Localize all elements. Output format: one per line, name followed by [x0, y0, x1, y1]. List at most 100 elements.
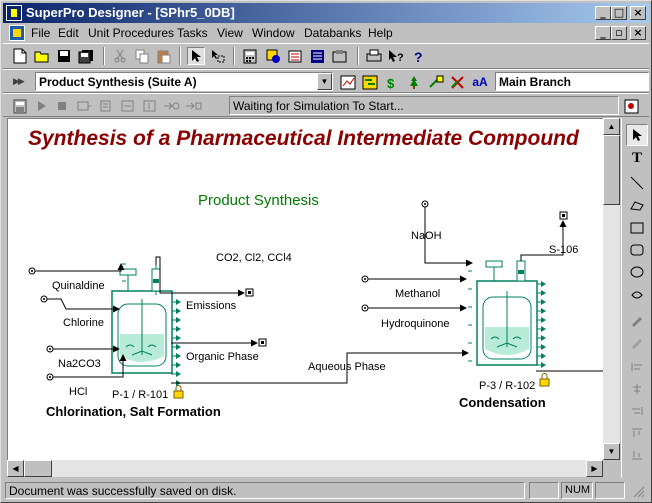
stream-emissions[interactable] [155, 256, 254, 297]
text-tool-icon[interactable]: T [631, 149, 642, 166]
status-bar: Document was successfully saved on disk.… [3, 480, 649, 500]
feed-stream-hydroquinone[interactable] [361, 304, 467, 312]
fill-tool-icon[interactable] [626, 331, 648, 353]
step-icon-3[interactable] [119, 97, 137, 115]
menu-tasks[interactable]: Tasks [177, 26, 208, 40]
branch-field[interactable]: Main Branch [495, 72, 649, 91]
vertical-scrollbar[interactable]: ▲ ▼ [603, 118, 620, 460]
new-file-icon[interactable] [11, 47, 29, 65]
chart-icon[interactable] [339, 73, 357, 91]
status-pane-scroll [595, 482, 625, 499]
save-all-icon[interactable] [77, 47, 95, 65]
toolbar-grip[interactable]: ▶▶ [13, 76, 25, 86]
minimize-button[interactable]: _ [595, 6, 611, 20]
menu-view[interactable]: View [217, 26, 243, 40]
reactor-r101[interactable] [111, 263, 184, 399]
resources-icon[interactable] [331, 47, 349, 65]
scroll-left-arrow-icon[interactable]: ◀ [7, 460, 24, 477]
menu-unit-procedures[interactable]: Unit Procedures [88, 26, 175, 40]
step-forward-icon[interactable] [163, 97, 181, 115]
horizontal-scrollbar[interactable]: ◀ ▶ [7, 460, 603, 477]
mdi-close-button[interactable]: × [630, 26, 646, 40]
freeform-tool-icon[interactable] [626, 284, 648, 306]
close-button[interactable]: × [630, 6, 646, 20]
document-icon[interactable] [9, 25, 25, 41]
environment-icon[interactable] [405, 73, 423, 91]
stop-icon[interactable] [53, 97, 71, 115]
flowsheet-title: Synthesis of a Pharmaceutical Intermedia… [28, 127, 580, 150]
reactor-r102[interactable] [468, 260, 550, 387]
cut-icon[interactable] [111, 47, 129, 65]
zoom-window-icon[interactable] [209, 47, 227, 65]
align-center-icon[interactable] [626, 378, 648, 400]
app-icon[interactable] [6, 5, 22, 21]
feed-stream-naoh[interactable] [421, 200, 473, 267]
step-icon-1[interactable] [75, 97, 93, 115]
feed-stream-hcl[interactable] [46, 354, 127, 381]
step-icon-2[interactable] [97, 97, 115, 115]
section-label: Product Synthesis [198, 192, 319, 209]
scroll-down-arrow-icon[interactable]: ▼ [603, 443, 620, 460]
gantt-icon[interactable] [361, 73, 379, 91]
title-bar[interactable]: SuperPro Designer - [SPhr5_0DB] _ □ × [3, 3, 649, 23]
section-combo-value: Product Synthesis (Suite A) [39, 75, 197, 89]
line-tool-icon[interactable] [626, 172, 648, 194]
copy-icon[interactable] [133, 47, 151, 65]
horizontal-scroll-thumb[interactable] [24, 460, 52, 477]
vertical-scroll-thumb[interactable] [603, 135, 620, 205]
feed-stream-methanol[interactable] [361, 275, 467, 283]
pointer-tool-icon[interactable] [626, 124, 648, 146]
delete-stream-icon[interactable] [449, 73, 467, 91]
simulation-options-icon[interactable] [623, 97, 641, 115]
menu-file[interactable]: File [31, 26, 51, 40]
scroll-right-arrow-icon[interactable]: ▶ [586, 460, 603, 477]
align-right-icon[interactable] [626, 400, 648, 422]
mdi-restore-button[interactable]: ▫ [611, 26, 627, 40]
menu-window[interactable]: Window [252, 26, 295, 40]
feed-stream-chlorine[interactable] [40, 295, 120, 313]
paste-icon[interactable] [155, 47, 173, 65]
unit-tag-r102: P-3 / R-102 [479, 380, 535, 392]
status-pane-num: NUM [561, 482, 593, 499]
play-icon[interactable] [33, 97, 51, 115]
step-end-icon[interactable] [185, 97, 203, 115]
stream-organic-phase[interactable] [171, 338, 267, 347]
open-folder-icon[interactable] [33, 47, 51, 65]
resize-grip-icon[interactable] [631, 484, 645, 498]
flowsheet-canvas[interactable]: Synthesis of a Pharmaceutical Intermedia… [7, 118, 603, 460]
maximize-button[interactable]: □ [611, 6, 627, 20]
rounded-rect-tool-icon[interactable] [626, 239, 648, 261]
section-combo[interactable]: Product Synthesis (Suite A) ▼ [35, 72, 333, 91]
rectangle-tool-icon[interactable] [626, 217, 648, 239]
feed-stream-na2co3[interactable] [46, 345, 120, 353]
context-help-icon[interactable]: ? [387, 47, 405, 65]
ellipse-tool-icon[interactable] [626, 261, 648, 283]
align-top-icon[interactable] [626, 422, 648, 444]
mdi-minimize-button[interactable]: _ [595, 26, 611, 40]
menu-databanks[interactable]: Databanks [304, 26, 362, 40]
chevron-down-icon[interactable]: ▼ [317, 73, 332, 90]
step-icon-4[interactable] [141, 97, 159, 115]
menu-edit[interactable]: Edit [58, 26, 79, 40]
stream-s106[interactable] [520, 211, 568, 261]
align-left-icon[interactable] [626, 356, 648, 378]
components-icon[interactable] [265, 47, 283, 65]
select-pointer-icon[interactable] [187, 47, 205, 65]
pen-tool-icon[interactable] [626, 309, 648, 331]
scroll-up-arrow-icon[interactable]: ▲ [603, 118, 620, 135]
databank-icon[interactable] [309, 47, 327, 65]
menu-help[interactable]: Help [368, 26, 393, 40]
add-stream-icon[interactable] [427, 73, 445, 91]
align-bottom-icon[interactable] [626, 444, 648, 466]
font-button[interactable]: aA [472, 75, 488, 89]
save-icon[interactable] [55, 47, 73, 65]
feed-stream-quinaldine[interactable] [28, 263, 125, 275]
batch-calc-icon[interactable] [11, 97, 29, 115]
mixtures-icon[interactable] [287, 47, 305, 65]
calculator-icon[interactable] [241, 47, 259, 65]
polygon-tool-icon[interactable] [626, 195, 648, 217]
print-icon[interactable] [365, 47, 383, 65]
economics-icon[interactable]: $ [383, 73, 401, 91]
help-icon[interactable]: ? [409, 47, 427, 65]
stream-aqueous-phase[interactable] [171, 349, 469, 384]
